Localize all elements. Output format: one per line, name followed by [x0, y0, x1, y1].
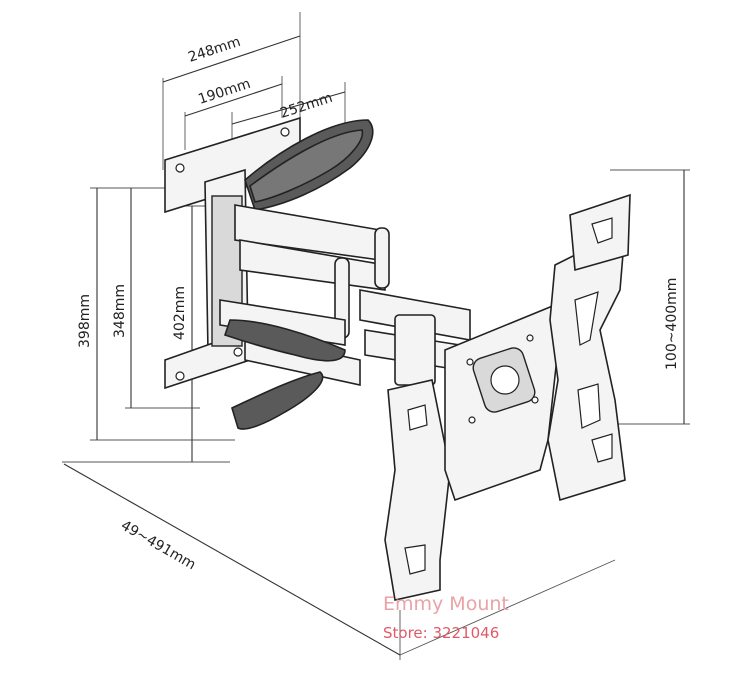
arm-assembly [219, 119, 471, 430]
bottom-dimension [62, 461, 616, 660]
label-252mm: 252mm [278, 90, 334, 122]
watermark-brand: Emmy Mount [383, 593, 509, 615]
dim-line-248 [162, 35, 301, 83]
label-extension-range: 49~491mm [118, 518, 198, 574]
label-vesa-range: 100~400mm [664, 278, 680, 370]
label-398mm: 398mm [77, 294, 93, 348]
dim-line-252 [231, 91, 346, 125]
top-dimensions [162, 12, 346, 170]
vesa-plate [384, 193, 631, 601]
dim-line-190 [184, 83, 283, 117]
dim-line-extension [63, 463, 401, 656]
right-dimensions [610, 169, 690, 425]
watermark: Emmy Mount Store: 3221046 [383, 593, 509, 642]
label-248mm: 248mm [186, 34, 242, 66]
label-348mm: 348mm [112, 284, 128, 338]
label-402mm: 402mm [172, 286, 188, 340]
watermark-store: Store: 3221046 [383, 624, 499, 642]
